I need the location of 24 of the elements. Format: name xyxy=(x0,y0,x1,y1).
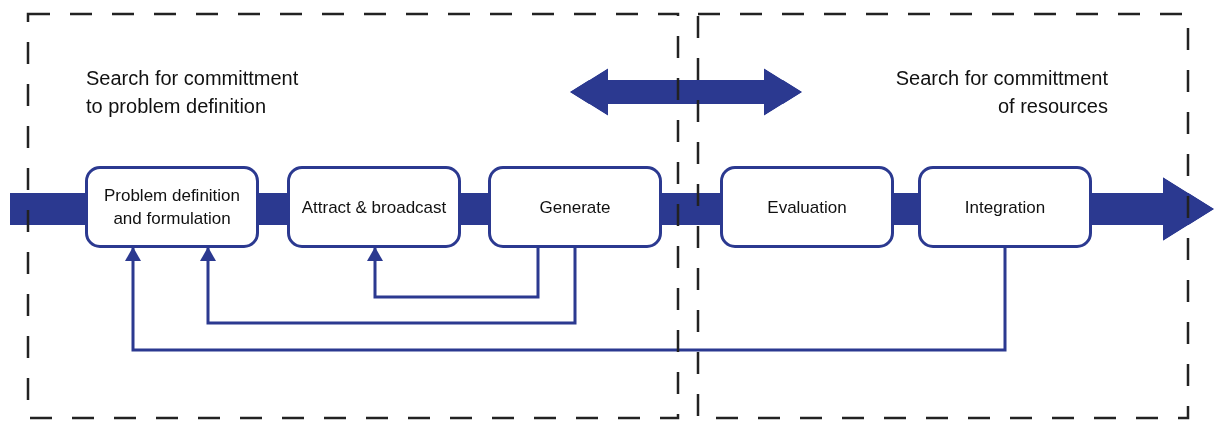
process-box xyxy=(488,166,662,248)
feedback-arrow xyxy=(125,247,1007,352)
flow-band xyxy=(662,193,720,225)
region-heading: Search for committment to problem definition xyxy=(86,66,300,119)
region-heading: Search for committment of resources xyxy=(894,66,1108,119)
process-box xyxy=(918,166,1092,248)
process-box xyxy=(720,166,894,248)
flow-band xyxy=(894,193,918,225)
box-label: Attract & broadcast xyxy=(300,196,448,219)
box-label: Integration xyxy=(963,196,1047,219)
flow-band xyxy=(10,193,85,225)
dashed-region xyxy=(28,14,678,418)
box-label: Evaluation xyxy=(766,196,848,219)
double-arrow xyxy=(570,68,802,116)
flow-band xyxy=(1092,177,1214,241)
box-label: Problem definition and formulation xyxy=(102,185,242,230)
flow-band xyxy=(259,193,287,225)
box-label: Generate xyxy=(538,196,612,219)
dashed-region xyxy=(698,14,1188,418)
feedback-arrow xyxy=(367,247,540,299)
process-box xyxy=(85,166,259,248)
flow-band xyxy=(461,193,488,225)
process-box xyxy=(287,166,461,248)
feedback-arrow xyxy=(200,247,577,325)
